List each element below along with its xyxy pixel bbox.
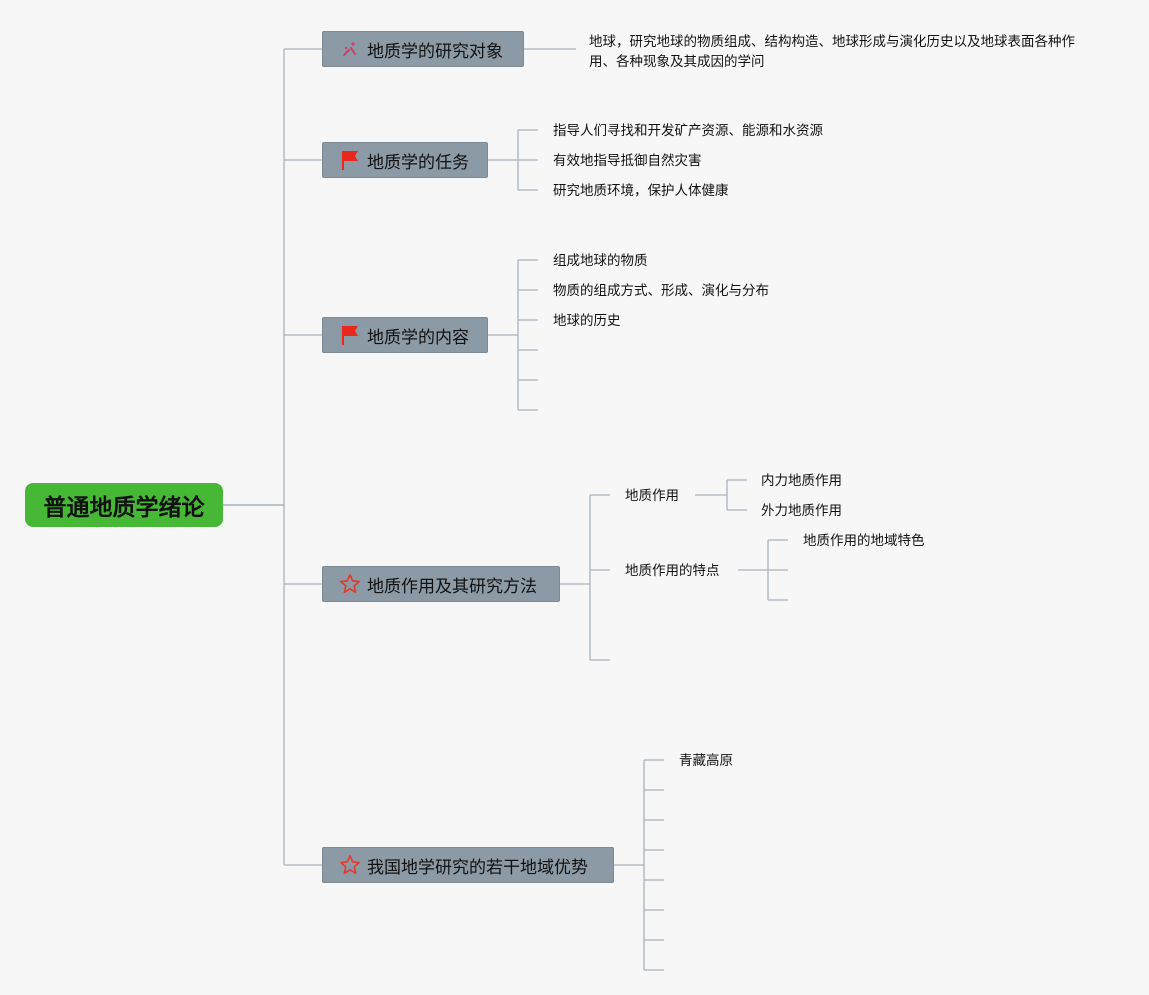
root-topic-label: 普通地质学绪论 [43,495,205,521]
leaf-task-2[interactable]: 有效地指导抵御自然灾害 [553,153,702,169]
branch-label: 地质学的任务 [367,152,469,173]
leaf-internal-process[interactable]: 内力地质作用 [761,473,842,489]
branch-research-object[interactable]: 地质学的研究对象 [322,31,524,67]
leaf-content-1[interactable]: 组成地球的物质 [553,253,648,269]
leaf-task-1[interactable]: 指导人们寻找和开发矿产资源、能源和水资源 [553,123,823,139]
sparkle-icon [339,38,361,60]
star-outline-icon [339,854,361,876]
leaf-regional-feature[interactable]: 地质作用的地域特色 [803,533,925,549]
branch-content[interactable]: 地质学的内容 [322,317,488,353]
star-outline-icon [339,573,361,595]
root-topic[interactable]: 普通地质学绪论 [25,483,223,527]
branch-tasks[interactable]: 地质学的任务 [322,142,488,178]
red-flag-icon [339,324,361,346]
branch-regional-advantages[interactable]: 我国地学研究的若干地域优势 [322,847,614,883]
branch-label: 地质学的内容 [367,327,469,348]
subtopic-process-features[interactable]: 地质作用的特点 [625,563,720,579]
subtopic-geological-process[interactable]: 地质作用 [625,488,679,504]
leaf-research-object-text[interactable]: 地球，研究地球的物质组成、结构构造、地球形成与演化历史以及地球表面各种作用、各种… [589,34,1075,70]
leaf-external-process[interactable]: 外力地质作用 [761,503,842,519]
branch-label: 地质学的研究对象 [367,41,503,62]
leaf-content-2[interactable]: 物质的组成方式、形成、演化与分布 [553,283,769,299]
leaf-task-3[interactable]: 研究地质环境，保护人体健康 [553,183,729,199]
branch-label: 地质作用及其研究方法 [367,576,537,597]
branch-geological-processes[interactable]: 地质作用及其研究方法 [322,566,560,602]
red-flag-icon [339,149,361,171]
leaf-content-3[interactable]: 地球的历史 [553,313,621,329]
leaf-tibetan-plateau[interactable]: 青藏高原 [679,753,733,769]
branch-label: 我国地学研究的若干地域优势 [367,857,588,878]
